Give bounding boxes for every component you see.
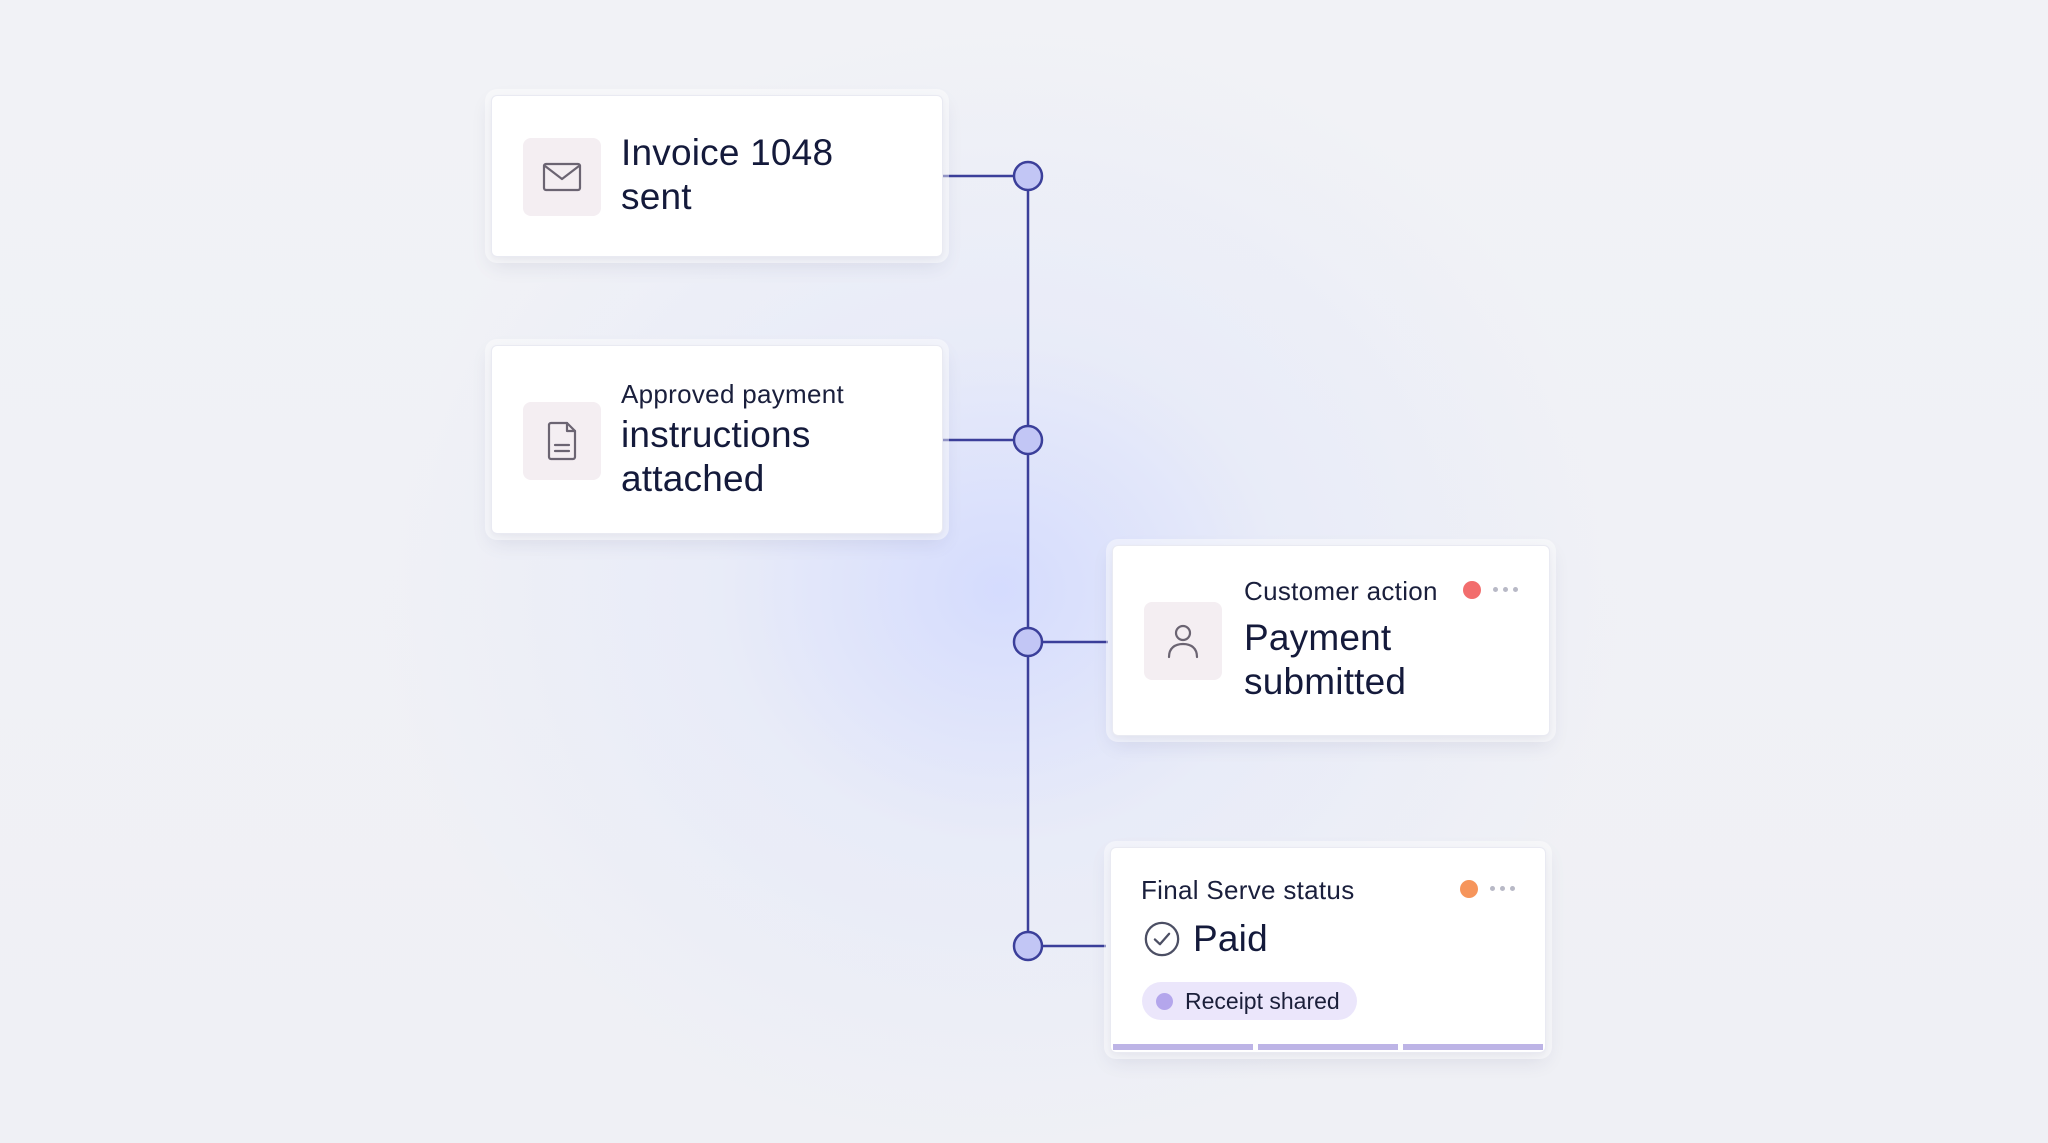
badge-dot [1156, 992, 1173, 1010]
document-icon-tile [523, 402, 601, 480]
event-subtitle: Final Serve status [1141, 875, 1355, 905]
person-icon-tile [1144, 602, 1222, 680]
progress-segments [1113, 1044, 1543, 1050]
event-title: Paid [1193, 918, 1268, 959]
progress-segment [1258, 1044, 1398, 1050]
event-title: instructions attached [621, 414, 811, 499]
event-card-invoice-sent[interactable]: Invoice 1048 sent [491, 95, 943, 257]
status-dot [1463, 581, 1481, 599]
receipt-badge: Receipt shared [1142, 982, 1357, 1020]
status-dot [1460, 880, 1478, 898]
progress-segment [1113, 1044, 1253, 1050]
person-icon [1167, 624, 1199, 659]
event-card-payment-submitted[interactable]: Customer action Payment submitted [1112, 545, 1550, 736]
check-circle-icon [1144, 921, 1180, 957]
timeline-node-invoice[interactable] [1012, 160, 1044, 192]
envelope-icon-tile [523, 138, 601, 216]
more-horizontal-icon[interactable] [1490, 886, 1515, 891]
event-subtitle: Approved payment [621, 379, 845, 409]
event-card-final-status[interactable]: Final Serve status Paid Receipt shared [1110, 847, 1546, 1053]
badge-label: Receipt shared [1185, 987, 1340, 1014]
timeline-node-paid[interactable] [1012, 930, 1044, 962]
event-card-instructions[interactable]: Approved payment instructions attached [491, 345, 943, 534]
timeline-node-instructions[interactable] [1012, 424, 1044, 456]
envelope-icon [542, 162, 582, 192]
event-subtitle: Customer action [1244, 576, 1438, 606]
timeline-node-payment[interactable] [1012, 626, 1044, 658]
event-title: Invoice 1048 sent [621, 132, 834, 217]
progress-segment [1403, 1044, 1543, 1050]
more-horizontal-icon[interactable] [1493, 587, 1518, 592]
document-icon [547, 421, 577, 461]
event-title: Payment submitted [1244, 617, 1407, 702]
